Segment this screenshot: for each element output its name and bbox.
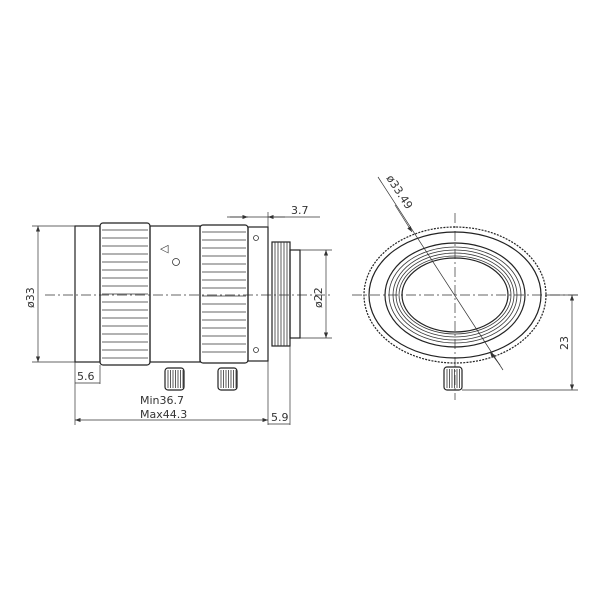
svg-text:5.9: 5.9: [271, 411, 289, 424]
middle-body: [149, 225, 201, 363]
dimension-diameter-33-49: ø33.49: [377, 173, 504, 371]
dimension-diameter-22: ø22: [300, 249, 332, 339]
dimension-5-6: 5.6: [74, 362, 101, 425]
svg-text:23: 23: [558, 336, 571, 350]
lens-glass: [401, 257, 509, 333]
svg-text:ø33: ø33: [24, 287, 37, 308]
lock-knob-iris: [217, 367, 238, 391]
lock-knob-focus: [164, 367, 185, 391]
dimension-length: Min36.7 Max44.3: [75, 361, 269, 425]
svg-text:ø22: ø22: [312, 287, 325, 308]
focus-ring: [99, 222, 151, 366]
dimension-5-9: 5.9: [268, 346, 291, 425]
rear-body: [247, 226, 269, 362]
iris-ring: [199, 224, 249, 364]
svg-text:Max44.3: Max44.3: [140, 408, 187, 421]
front-barrel: [74, 225, 101, 363]
dimension-23: 23: [462, 294, 578, 391]
svg-text:5.6: 5.6: [77, 370, 95, 383]
side-view: ◁ ø33 ø22: [24, 204, 332, 425]
lock-knob-front: [443, 366, 463, 391]
svg-text:Min36.7: Min36.7: [140, 394, 184, 407]
front-view: ø33.49 23: [352, 173, 578, 400]
screw-icon: [172, 258, 180, 266]
c-mount-thread: [271, 241, 301, 347]
svg-text:3.7: 3.7: [291, 204, 309, 217]
dimension-diameter-33: ø33: [24, 225, 75, 363]
svg-text:ø33.49: ø33.49: [383, 173, 415, 212]
dimension-3-7: 3.7: [227, 204, 320, 227]
aperture-mark-icon: ◁: [160, 242, 169, 255]
